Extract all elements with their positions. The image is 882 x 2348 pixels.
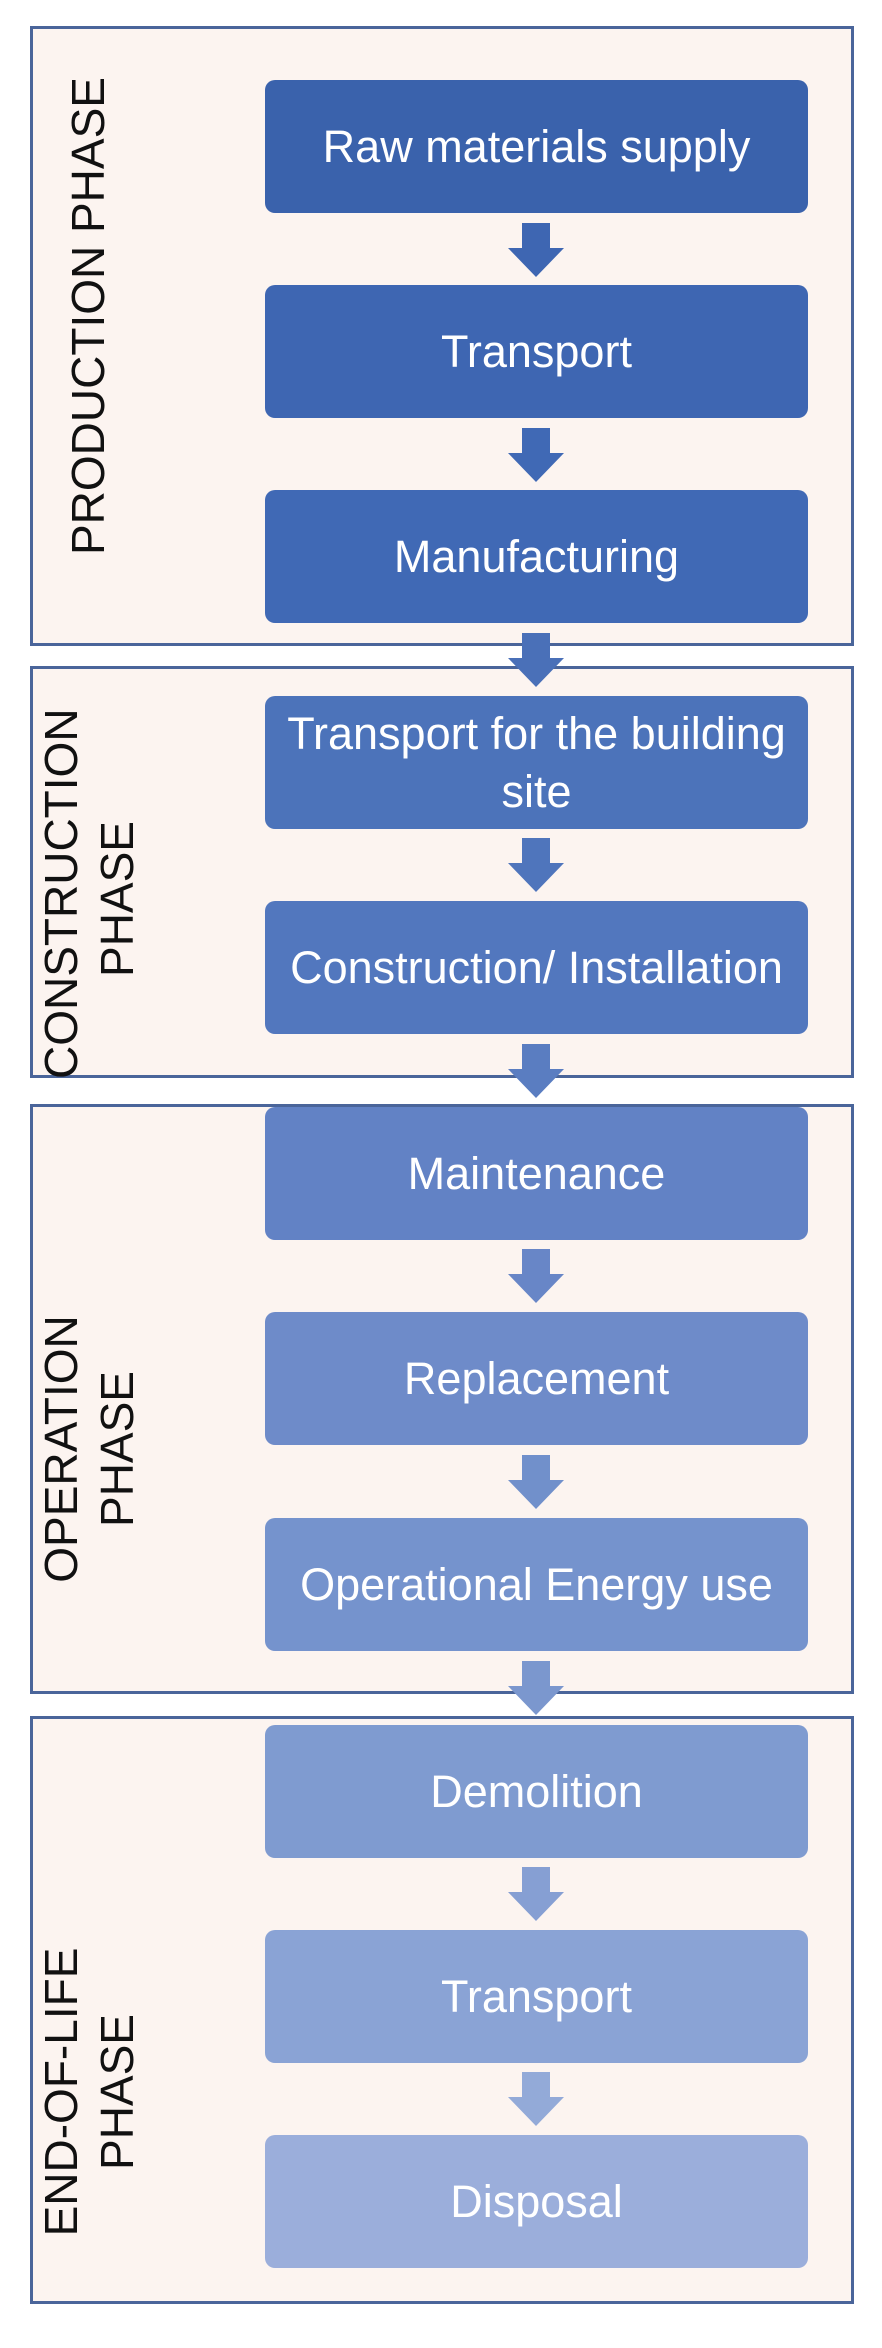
step-construction-installation: Construction/ Installation: [265, 901, 808, 1034]
step-raw-materials-supply: Raw materials supply: [265, 80, 808, 213]
construction-phase-label-text: CONSTRUCTION PHASE: [35, 708, 143, 1079]
arrow-down-icon: [508, 838, 564, 892]
arrow-down-icon: [508, 223, 564, 277]
step-operational-energy-use: Operational Energy use: [265, 1518, 808, 1651]
construction-phase-label: CONSTRUCTION PHASE: [33, 708, 145, 1079]
step-demolition: Demolition: [265, 1725, 808, 1858]
step-transport-building-site: Transport for the building site: [265, 696, 808, 829]
step-transport-end: Transport: [265, 1930, 808, 2063]
production-phase-label: PRODUCTION PHASE: [62, 77, 114, 555]
step-maintenance: Maintenance: [265, 1107, 808, 1240]
arrow-down-icon: [508, 1249, 564, 1303]
arrow-down-icon: [508, 2072, 564, 2126]
operation-phase-label-text: OPERATION PHASE: [35, 1315, 143, 1583]
arrow-down-icon: [508, 1867, 564, 1921]
step-replacement: Replacement: [265, 1312, 808, 1445]
arrow-down-icon: [508, 1455, 564, 1509]
step-transport: Transport: [265, 285, 808, 418]
operation-phase-label: OPERATION PHASE: [33, 1269, 145, 1629]
end-of-life-phase-label-text: END-OF-LIFE PHASE: [35, 1947, 143, 2237]
end-of-life-phase-label: END-OF-LIFE PHASE: [33, 1912, 145, 2272]
step-disposal: Disposal: [265, 2135, 808, 2268]
arrow-down-icon: [508, 1044, 564, 1098]
arrow-down-icon: [508, 428, 564, 482]
arrow-down-icon: [508, 633, 564, 687]
arrow-down-icon: [508, 1661, 564, 1715]
step-manufacturing: Manufacturing: [265, 490, 808, 623]
